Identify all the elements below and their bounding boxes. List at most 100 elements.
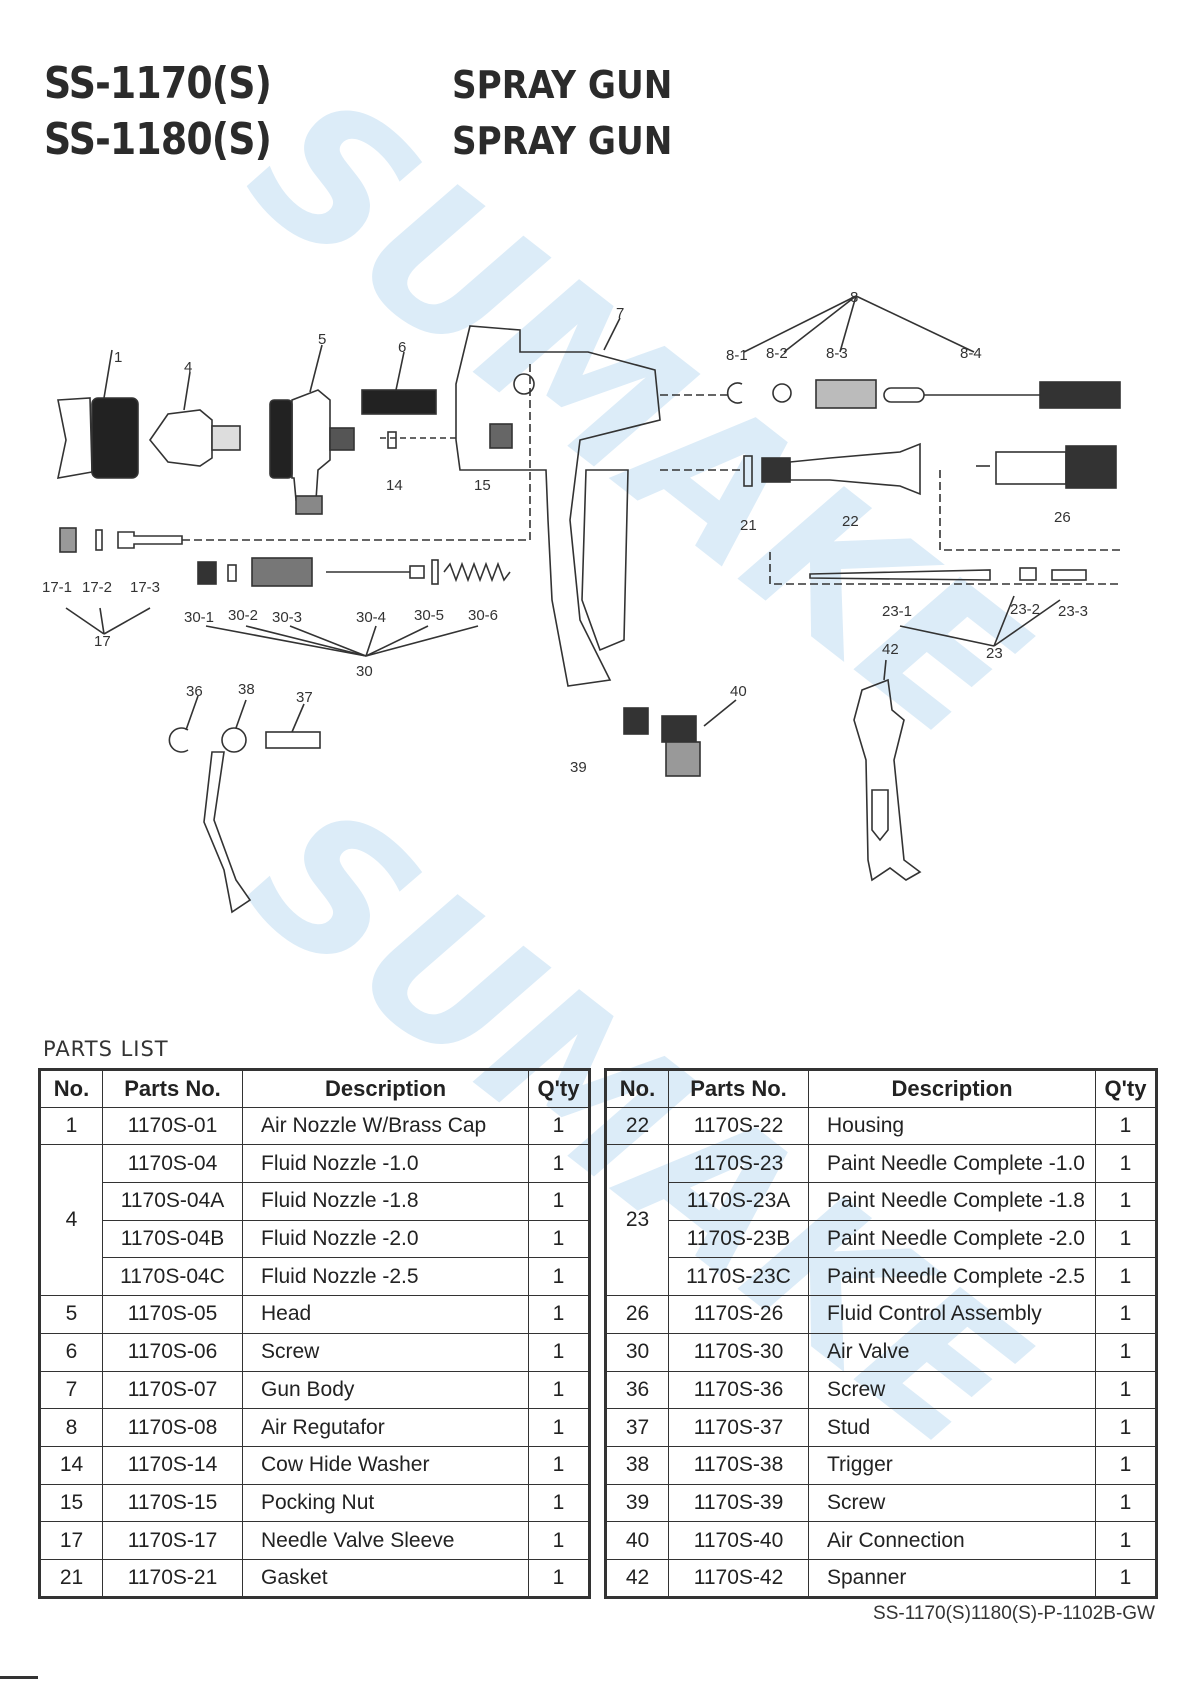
callout-30-4: 30-4 bbox=[356, 609, 386, 626]
column-header-no: No. bbox=[39, 1069, 103, 1108]
part-quantity: 1 bbox=[528, 1332, 590, 1372]
part-quantity: 1 bbox=[528, 1521, 590, 1560]
part-description: Fluid Nozzle -2.0 bbox=[242, 1219, 529, 1259]
washer-part-14 bbox=[387, 431, 397, 449]
gasket-part-21 bbox=[743, 455, 753, 487]
callout-42: 42 bbox=[882, 641, 899, 658]
part-quantity: 1 bbox=[1095, 1219, 1157, 1259]
part-number: 1170S-23C bbox=[668, 1257, 809, 1297]
fluid-nozzle-part bbox=[148, 371, 241, 467]
table-row: 5 1170S-05 Head 1 bbox=[39, 1295, 590, 1334]
part-description: Gun Body bbox=[242, 1370, 529, 1410]
part-quantity: 1 bbox=[528, 1445, 590, 1485]
column-header-qty: Q'ty bbox=[528, 1069, 590, 1108]
callout-6: 6 bbox=[398, 339, 406, 356]
part-description: Screw bbox=[242, 1332, 529, 1372]
item-number: 4 bbox=[39, 1144, 103, 1297]
part-number: 1170S-23 bbox=[668, 1144, 809, 1184]
part-quantity: 1 bbox=[528, 1257, 590, 1297]
table-row: 17 1170S-17 Needle Valve Sleeve 1 bbox=[39, 1521, 590, 1560]
part-quantity: 1 bbox=[528, 1144, 590, 1184]
item-number: 5 bbox=[39, 1295, 103, 1334]
part-number: 1170S-38 bbox=[668, 1445, 809, 1485]
part-number: 1170S-07 bbox=[102, 1370, 243, 1410]
item-number: 6 bbox=[39, 1332, 103, 1372]
table-row: 39 1170S-39 Screw 1 bbox=[605, 1483, 1157, 1523]
part-number: 1170S-39 bbox=[668, 1483, 809, 1523]
part-number: 1170S-08 bbox=[102, 1408, 243, 1447]
item-number: 8 bbox=[39, 1408, 103, 1447]
callout-40: 40 bbox=[730, 683, 747, 700]
model-number-2: SS-1180(S) bbox=[44, 114, 272, 165]
callout-8-4: 8-4 bbox=[960, 345, 982, 362]
part-description: Paint Needle Complete -1.0 bbox=[808, 1144, 1096, 1184]
part-description: Fluid Nozzle -1.8 bbox=[242, 1182, 529, 1221]
column-header-part-no: Parts No. bbox=[668, 1069, 809, 1108]
table-row: 1170S-23A Paint Needle Complete -1.8 1 bbox=[606, 1182, 1157, 1221]
item-number: 36 bbox=[605, 1370, 669, 1410]
part-number: 1170S-17 bbox=[102, 1521, 243, 1560]
item-number: 17 bbox=[39, 1521, 103, 1560]
part-number: 1170S-21 bbox=[102, 1558, 243, 1598]
part-quantity: 1 bbox=[1095, 1182, 1157, 1221]
document-code: SS-1170(S)1180(S)-P-1102B-GW bbox=[873, 1603, 1155, 1624]
trigger-part bbox=[168, 695, 321, 914]
table-row: 38 1170S-38 Trigger 1 bbox=[605, 1445, 1157, 1485]
table-row: 1170S-04B Fluid Nozzle -2.0 1 bbox=[40, 1219, 590, 1259]
item-number: 15 bbox=[39, 1483, 103, 1523]
item-number: 40 bbox=[605, 1521, 669, 1560]
part-number: 1170S-37 bbox=[668, 1408, 809, 1447]
item-number: 42 bbox=[605, 1558, 669, 1598]
needle-valve-sleeve-part bbox=[59, 360, 531, 635]
callout-22: 22 bbox=[842, 513, 859, 530]
table-row: 15 1170S-15 Pocking Nut 1 bbox=[39, 1483, 590, 1523]
part-quantity: 1 bbox=[1095, 1332, 1157, 1372]
part-number: 1170S-22 bbox=[668, 1106, 809, 1146]
callout-30-3: 30-3 bbox=[272, 609, 302, 626]
table-row: 42 1170S-42 Spanner 1 bbox=[605, 1558, 1157, 1598]
item-number: 30 bbox=[605, 1332, 669, 1372]
part-quantity: 1 bbox=[1095, 1257, 1157, 1297]
callout-4: 4 bbox=[184, 359, 192, 376]
table-row: 37 1170S-37 Stud 1 bbox=[605, 1408, 1157, 1447]
item-number: 1 bbox=[39, 1106, 103, 1146]
gun-body-part bbox=[455, 317, 661, 687]
part-quantity: 1 bbox=[1095, 1445, 1157, 1485]
part-number: 1170S-06 bbox=[102, 1332, 243, 1372]
page-edge-mark bbox=[0, 1676, 38, 1679]
callout-17-2: 17-2 bbox=[82, 579, 112, 596]
part-description: Air Nozzle W/Brass Cap bbox=[242, 1106, 529, 1146]
part-number: 1170S-23B bbox=[668, 1219, 809, 1259]
part-description: Needle Valve Sleeve bbox=[242, 1521, 529, 1560]
column-header-description: Description bbox=[242, 1069, 529, 1108]
part-number: 1170S-04B bbox=[102, 1219, 243, 1259]
part-quantity: 1 bbox=[528, 1558, 590, 1598]
callout-37: 37 bbox=[296, 689, 313, 706]
spanner-part bbox=[853, 659, 922, 882]
parts-list-heading: PARTS LIST bbox=[43, 1037, 169, 1061]
part-description: Spanner bbox=[808, 1558, 1096, 1598]
column-header-qty: Q'ty bbox=[1095, 1069, 1157, 1108]
part-description: Paint Needle Complete -2.0 bbox=[808, 1219, 1096, 1259]
callout-15: 15 bbox=[474, 477, 491, 494]
product-title-1: SPRAY GUN bbox=[452, 63, 673, 107]
part-description: Fluid Nozzle -2.5 bbox=[242, 1257, 529, 1297]
item-number: 21 bbox=[39, 1558, 103, 1598]
callout-17-3: 17-3 bbox=[130, 579, 160, 596]
table-row: 14 1170S-14 Cow Hide Washer 1 bbox=[39, 1445, 590, 1485]
table-row: 1170S-04C Fluid Nozzle -2.5 1 bbox=[40, 1257, 590, 1297]
part-description: Housing bbox=[808, 1106, 1096, 1146]
part-quantity: 1 bbox=[528, 1295, 590, 1334]
part-number: 1170S-23A bbox=[668, 1182, 809, 1221]
housing-part-22 bbox=[761, 442, 921, 496]
table-row: 26 1170S-26 Fluid Control Assembly 1 bbox=[605, 1295, 1157, 1334]
table-row: 22 1170S-22 Housing 1 bbox=[605, 1106, 1157, 1146]
parts-table-right: No. Parts No. Description Q'ty 22 1170S-… bbox=[604, 1068, 1158, 1599]
callout-36: 36 bbox=[186, 683, 203, 700]
part-number: 1170S-15 bbox=[102, 1483, 243, 1523]
callout-30-5: 30-5 bbox=[414, 607, 444, 624]
model-number-1: SS-1170(S) bbox=[44, 58, 272, 109]
table-row: 7 1170S-07 Gun Body 1 bbox=[39, 1370, 590, 1410]
item-number: 14 bbox=[39, 1445, 103, 1485]
part-description: Air Valve bbox=[808, 1332, 1096, 1372]
